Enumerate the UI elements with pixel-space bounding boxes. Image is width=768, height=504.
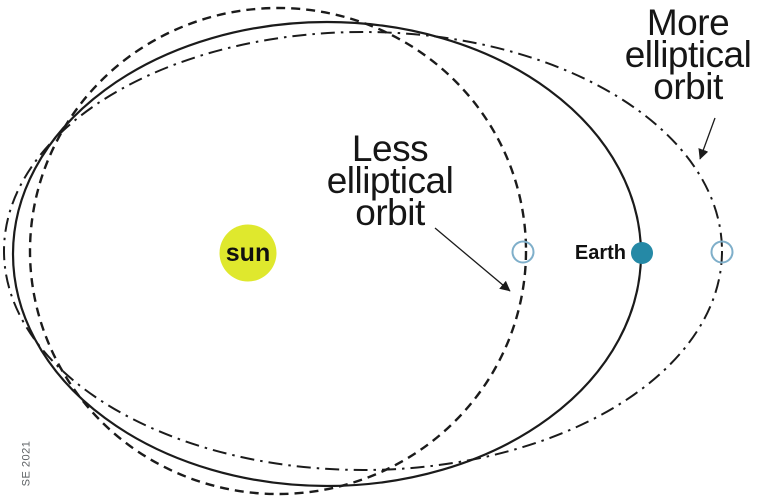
sun-circle — [219, 224, 277, 282]
more-orbit-arrow — [698, 117, 716, 160]
earth-position-marker-less-orbit — [511, 240, 535, 264]
less-orbit-arrow — [434, 227, 511, 292]
less-elliptical-orbit-path — [28, 6, 528, 496]
more-elliptical-orbit-path — [3, 31, 723, 471]
sun-label: sun — [225, 239, 271, 267]
watermark-text: SE 2021 — [20, 440, 33, 487]
more-elliptical-orbit-label: More elliptical orbit — [624, 2, 752, 107]
earth-position-marker-more-orbit — [710, 240, 734, 264]
less-elliptical-orbit-label: Less elliptical orbit — [326, 128, 454, 233]
earth-label: Earth — [574, 242, 626, 264]
earth-dot — [631, 242, 653, 264]
